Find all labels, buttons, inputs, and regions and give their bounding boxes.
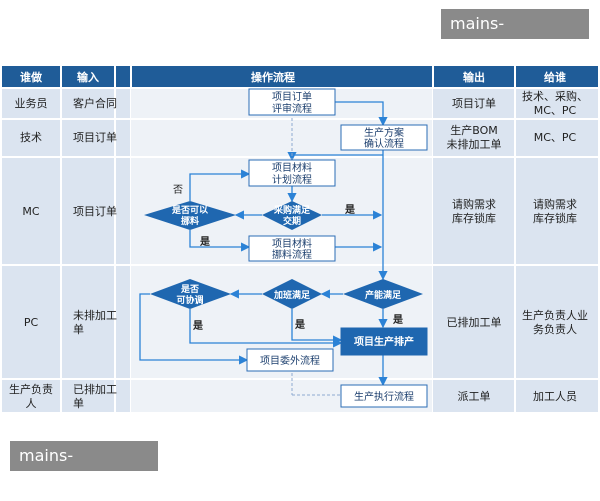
- output-prod: 派工单: [458, 390, 491, 403]
- project-review-label-2: 评审流程: [272, 102, 312, 115]
- branch-labels: 否 是 是 是 是 是: [173, 184, 403, 332]
- who-tech: 技术: [20, 131, 42, 144]
- can-reassign-label-2: 挪料: [181, 215, 199, 227]
- material-plan-label-2: 计划流程: [272, 173, 312, 186]
- label-yes-capacity: 是: [392, 314, 403, 326]
- production-schedule-box: [340, 327, 428, 356]
- flow-boxes: 项目订单 评审流程 生产方案 确认流程 项目材料 计划流程 项目材料 挪料流程 …: [246, 88, 428, 408]
- overtime-satisfy-diamond: [262, 279, 322, 309]
- can-coordinate-diamond: [150, 279, 231, 309]
- input-sales: 客户合同: [73, 96, 117, 110]
- header-row: [2, 66, 598, 87]
- column-separators: [60, 66, 516, 412]
- to-sales-2: MC、PC: [534, 104, 577, 117]
- material-plan-label-1: 项目材料: [272, 161, 312, 174]
- output-sales: 项目订单: [452, 97, 496, 110]
- who-prod-2: 人: [26, 397, 37, 410]
- watermark-top: mains-lejing.com: [441, 9, 589, 63]
- output-pc: 已排加工单: [447, 315, 502, 329]
- dashed-guides: [291, 118, 341, 396]
- input-pc-2: 单: [73, 323, 84, 336]
- capacity-satisfy-label: 产能满足: [365, 289, 402, 301]
- label-yes-purchase: 是: [344, 204, 355, 216]
- purchase-satisfy-label-2: 交期: [283, 215, 301, 227]
- to-mc-1: 请购需求: [533, 197, 577, 211]
- label-no-reassign: 否: [173, 184, 183, 196]
- to-prod: 加工人员: [533, 390, 577, 403]
- input-pc-1: 未排加工: [73, 308, 117, 322]
- material-reassign-box: [248, 235, 336, 262]
- output-mc-2: 库存锁库: [452, 211, 496, 225]
- project-review-box: [248, 88, 336, 116]
- capacity-satisfy-diamond: [343, 279, 423, 309]
- material-reassign-label-1: 项目材料: [272, 237, 312, 250]
- purchase-satisfy-diamond: [262, 201, 322, 230]
- to-tech: MC、PC: [534, 131, 577, 144]
- input-mc: 项目订单: [73, 205, 117, 218]
- can-reassign-diamond: [144, 201, 236, 230]
- production-execute-box: [340, 384, 428, 408]
- prod-plan-label-1: 生产方案: [364, 126, 404, 139]
- header-input: 输入: [77, 70, 99, 84]
- can-coordinate-label-2: 可协调: [176, 294, 203, 306]
- output-column: 项目订单 生产BOM 未排加工单 请购需求 库存锁库 已排加工单 派工单: [447, 97, 502, 403]
- prod-plan-confirm-box: [340, 124, 428, 151]
- flow-diamonds: 采购满足 交期 是否可以 挪料 产能满足 加班满足 是否 可协调: [144, 201, 423, 309]
- to-sales-1: 技术、采购、: [522, 89, 588, 103]
- output-tech-1: 生产BOM: [450, 123, 498, 137]
- input-prod-1: 已排加工: [73, 382, 117, 396]
- material-plan-box: [248, 159, 336, 187]
- overtime-satisfy-label: 加班满足: [273, 289, 311, 301]
- production-execute-label: 生产执行流程: [354, 390, 414, 403]
- to-column: 技术、采购、 MC、PC MC、PC 请购需求 库存锁库 生产负责人业 务负责人…: [522, 89, 588, 403]
- to-pc-1: 生产负责人业: [522, 308, 588, 322]
- input-prod-2: 单: [73, 397, 84, 410]
- outsourcing-label: 项目委外流程: [260, 354, 320, 367]
- project-review-label-1: 项目订单: [272, 91, 312, 103]
- who-pc: PC: [24, 316, 39, 329]
- label-yes-coordinate: 是: [192, 320, 203, 332]
- flow-connectors: [139, 101, 388, 387]
- can-coordinate-label-1: 是否: [180, 284, 199, 295]
- who-sales: 业务员: [15, 97, 48, 110]
- to-pc-2: 务负责人: [533, 322, 577, 336]
- watermark-bottom: mains-lejing.com: [10, 441, 158, 495]
- who-prod-1: 生产负责: [9, 382, 53, 396]
- header-output: 输出: [463, 70, 485, 84]
- label-yes-overtime: 是: [294, 319, 305, 331]
- production-schedule-label: 项目生产排产: [354, 335, 414, 348]
- material-reassign-label-2: 挪料流程: [272, 248, 312, 261]
- process-flow-diagram: 谁做 输入 操作流程 输出 给谁 业务员 技术 MC PC 生产负责: [2, 66, 598, 412]
- input-tech: 项目订单: [73, 131, 117, 144]
- outsourcing-box: [246, 348, 334, 372]
- who-mc: MC: [22, 205, 39, 218]
- output-tech-2: 未排加工单: [447, 137, 502, 151]
- label-yes-reassign: 是: [199, 236, 210, 248]
- prod-plan-label-2: 确认流程: [364, 137, 404, 150]
- output-mc-1: 请购需求: [452, 197, 496, 211]
- to-mc-2: 库存锁库: [533, 211, 577, 225]
- header-to: 给谁: [544, 70, 566, 84]
- header-who: 谁做: [20, 70, 43, 84]
- purchase-satisfy-label-1: 采购满足: [273, 204, 311, 216]
- input-column: 客户合同 项目订单 项目订单 未排加工 单 已排加工 单: [73, 96, 117, 410]
- header-process: 操作流程: [251, 70, 295, 84]
- who-column: 业务员 技术 MC PC 生产负责 人: [9, 97, 53, 410]
- can-reassign-label-1: 是否可以: [171, 205, 208, 216]
